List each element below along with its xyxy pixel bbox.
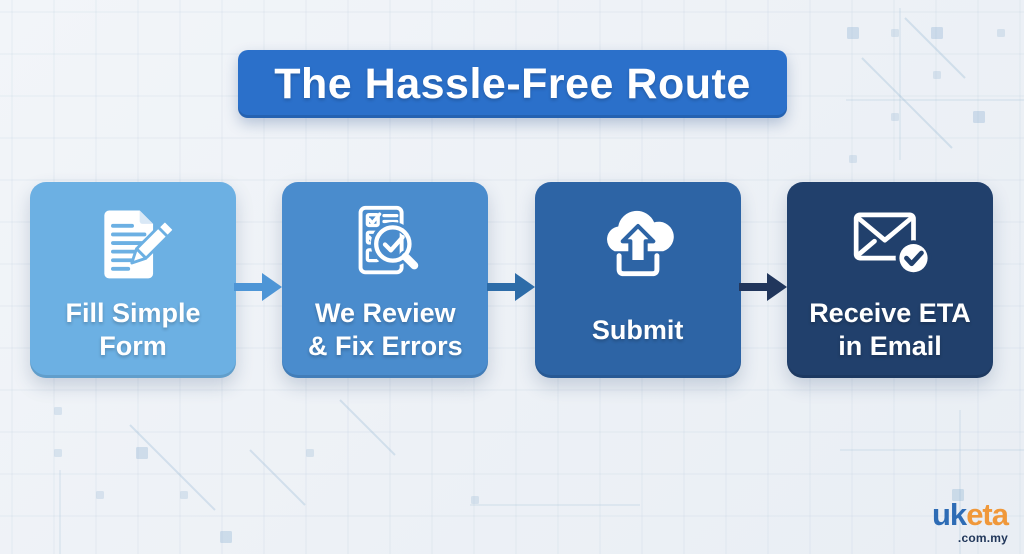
process-steps: Fill Simple Form We Review — [30, 182, 993, 378]
flow-arrow-2 — [487, 273, 535, 301]
step-label: Receive ETA in Email — [809, 298, 971, 361]
step-card-receive-eta: Receive ETA in Email — [786, 182, 993, 378]
step-label: We Review & Fix Errors — [308, 298, 463, 361]
email-check-icon — [843, 196, 937, 292]
logo-eta: eta — [966, 497, 1009, 532]
flow-arrow-1 — [234, 273, 282, 301]
step-card-submit: Submit — [534, 182, 741, 378]
cloud-upload-icon — [592, 196, 684, 292]
logo-domain-suffix: .com.my — [957, 531, 1008, 545]
document-pencil-icon — [90, 196, 176, 292]
logo-uk: uk — [932, 497, 967, 532]
step-label: Fill Simple Form — [65, 298, 201, 361]
title-banner: The Hassle-Free Route — [238, 50, 787, 118]
brand-logo: uketa .com.my — [932, 497, 1009, 545]
step-card-fill-form: Fill Simple Form — [30, 182, 236, 378]
step-label: Submit — [591, 314, 684, 345]
title-text: The Hassle-Free Route — [274, 59, 751, 108]
checklist-magnifier-icon — [341, 196, 429, 292]
flow-arrow-3 — [739, 273, 787, 301]
step-card-review: We Review & Fix Errors — [282, 182, 489, 378]
